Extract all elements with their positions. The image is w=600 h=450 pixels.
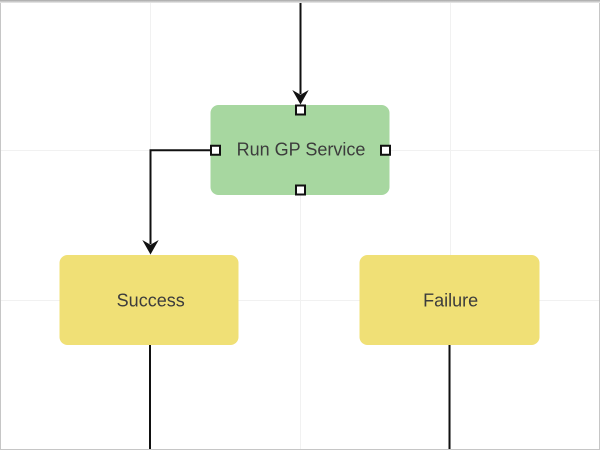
- svg-text:Failure: Failure: [423, 290, 478, 310]
- svg-text:Success: Success: [117, 290, 185, 310]
- svg-text:Run GP Service: Run GP Service: [237, 140, 366, 160]
